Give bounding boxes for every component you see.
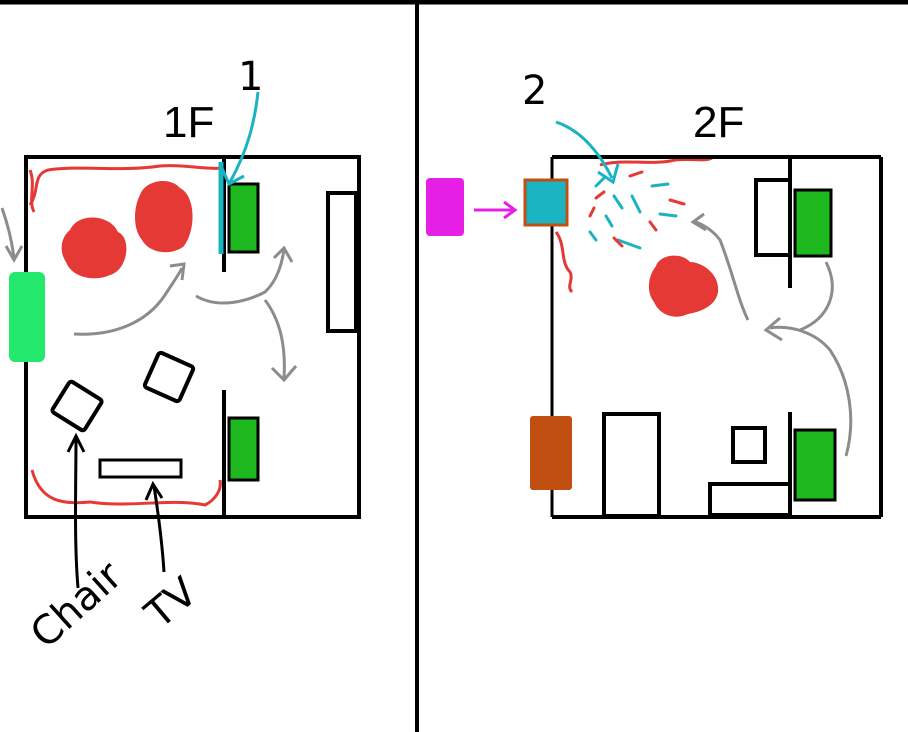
floor-2-flow-arrow-3 (799, 261, 834, 332)
floor-1-flow-arrow-3 (263, 299, 298, 383)
floor-2-small-box (731, 426, 767, 464)
floor-1-window-bottom (227, 416, 260, 482)
floor-2-marker-number: 2 (522, 68, 547, 114)
floor-2-magenta-arrow (474, 200, 518, 220)
floor-2-cabinet (754, 178, 792, 257)
floor-2-wall-fire-mark-left (554, 231, 574, 294)
floor-2-label: 2F (693, 98, 744, 147)
floor-1-chair-2 (142, 350, 196, 404)
floor-2-desk (708, 482, 792, 517)
tv-annotation-arrow (144, 480, 166, 573)
floor-2-wall-fire-mark-top (599, 156, 713, 167)
floor-2-panel: 2F (426, 68, 883, 519)
floor-1-fire-blob-1 (61, 217, 127, 279)
floor-1-exterior-exit (9, 272, 45, 362)
floor-2-exterior-door (530, 416, 572, 490)
wall-fire-mark-bottom (30, 469, 222, 507)
floor-1-fire-blob-2 (135, 180, 193, 253)
tv-label: TV (136, 569, 207, 639)
floor-2-magenta-source (426, 178, 464, 236)
floor-1-window-top (227, 182, 260, 254)
floor-1-marker-arrow (220, 91, 260, 187)
wall-fire-mark-top (28, 164, 223, 206)
floor-2-window-top (793, 188, 833, 258)
floor-1-marker-number: 1 (238, 54, 263, 100)
floor-1-exit-arrow (0, 207, 24, 264)
floor-1-label: 1F (163, 98, 214, 147)
floor-2-flow-arrow-2 (763, 316, 853, 457)
floor-1-flow-arrow-2 (195, 245, 294, 305)
floor-2-dash-pattern (588, 170, 686, 250)
floor-2-flow-arrow-1 (690, 212, 750, 321)
floor-1-chair-1 (50, 379, 104, 433)
chair-annotation-arrow (66, 432, 86, 589)
floor-2-marker-arrow (555, 120, 620, 185)
floor-1-panel: 1F Chair (0, 54, 361, 657)
floor-1-wardrobe (326, 191, 358, 333)
floor-1-tv (98, 458, 183, 479)
wall-fire-mark-left (28, 169, 36, 213)
floor-1-flow-arrow-1 (73, 262, 186, 336)
floor-2-fire-blob (648, 255, 719, 317)
floor-2-cyan-box (523, 178, 569, 227)
floor-2-shelf (602, 412, 661, 518)
floor-2-window-bottom (793, 428, 837, 502)
